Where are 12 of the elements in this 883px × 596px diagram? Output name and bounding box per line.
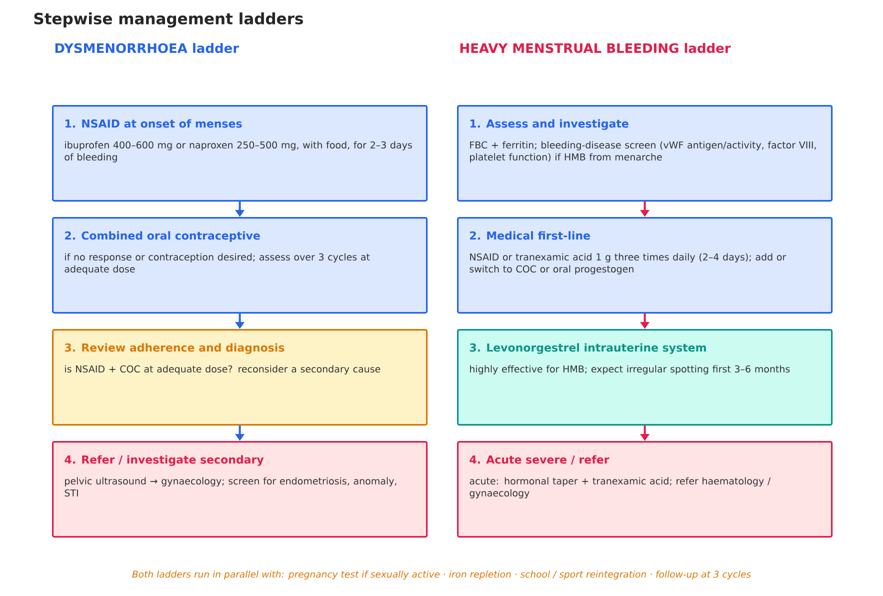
step-box: 2. Combined oral contraceptive if no response or contraception desired; assess over 3 cycles at adequate dose	[52, 217, 428, 314]
step-box: 4. Acute severe / refer acute: hormonal taper + tranexamic acid; refer haematology / gynaecology	[457, 441, 833, 538]
footnote: Both ladders run in parallel with: pregnancy test if sexually active · iron repletion · school / sport reintegration · follow-up at 3 cycles	[132, 570, 751, 580]
step-box: 1. Assess and investigate FBC + ferritin; bleeding-disease screen (vWF antigen/activity, factor VIII, platelet function) if HMB from menarche	[457, 105, 833, 202]
step-box: 2. Medical first-line NSAID or tranexamic acid 1 g three times daily (2–4 days); add or switch to COC or oral progestogen	[457, 217, 833, 314]
step-box: 3. Levonorgestrel intrauterine system highly effective for HMB; expect irregular spotting first 3–6 months	[457, 329, 833, 426]
step-box: 3. Review adherence and diagnosis is NSAID + COC at adequate dose? reconsider a secondary cause	[52, 329, 428, 426]
column-heading: HEAVY MENSTRUAL BLEEDING ladder	[460, 42, 731, 54]
title: Stepwise management ladders	[34, 12, 303, 28]
column-heading: DYSMENORRHOEA ladder	[55, 42, 239, 54]
step-box: 1. NSAID at onset of menses ibuprofen 400–600 mg or naproxen 250–500 mg, with food, for 2–3 days of bleeding	[52, 105, 428, 202]
step-box: 4. Refer / investigate secondary pelvic ultrasound → gynaecology; screen for endometriosis, anomaly, STI	[52, 441, 428, 538]
